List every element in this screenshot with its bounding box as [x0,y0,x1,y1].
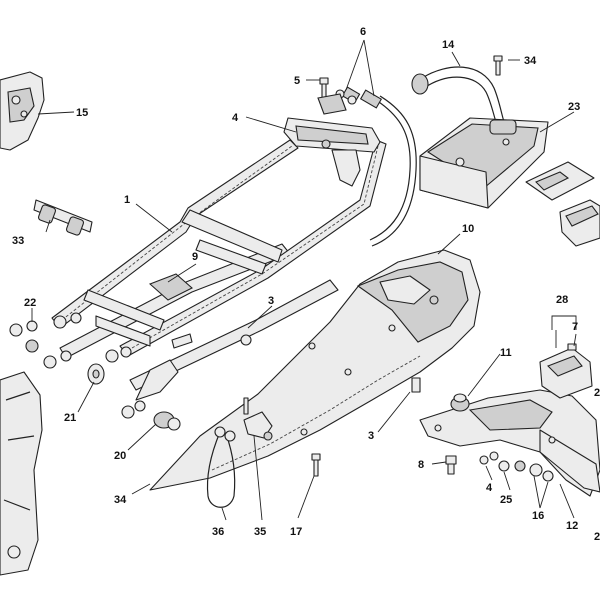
callout-10: 10 [462,223,474,235]
part-1-rear-subframe [43,117,387,419]
part-5-bolt [317,77,347,115]
callout-9: 9 [192,251,198,263]
part-11-nut [450,393,470,412]
callout-3-right: 3 [368,430,374,442]
callout-22: 22 [24,297,36,309]
part-15-bracket [0,71,45,151]
part-22-nut [25,320,39,353]
left-frame-partial [0,371,43,576]
part-23-accessory-pack [525,161,600,247]
part-17-bolt [311,453,321,477]
callout-8: 8 [418,459,424,471]
part-28-light-unit [539,343,593,399]
callout-11: 11 [500,347,512,359]
callout-34-bottom: 34 [114,494,127,506]
part-35-bracket [243,397,273,441]
callout-6: 6 [360,26,366,38]
callout-2-right: 2 [594,387,600,399]
part-34-screw-top [493,55,503,76]
callout-5: 5 [294,75,300,87]
callout-20: 20 [114,450,126,462]
callout-1: 1 [124,194,130,206]
part-23-battery-tray [419,117,549,209]
callout-4-top: 4 [232,112,239,124]
callout-35: 35 [254,526,266,538]
part-9-plate [148,273,193,301]
part-14-hose [411,66,507,129]
part-36-cable [206,426,236,508]
callout-34-top: 34 [524,55,537,67]
callout-25: 25 [500,494,512,506]
callout-15: 15 [76,107,88,119]
part-12-tail-bracket [419,389,600,497]
part-washer-left [9,323,23,337]
part-small-hardware-right [411,377,554,482]
callout-2-bottom: 2 [594,531,600,543]
part-20-grommet [153,411,181,431]
part-33-clip [33,199,93,236]
callout-33: 33 [12,235,24,247]
callout-3-center: 3 [268,295,274,307]
callout-17: 17 [290,526,302,538]
callout-12: 12 [566,520,578,532]
callout-23: 23 [568,101,580,113]
callout-28: 28 [556,294,568,306]
callout-7: 7 [572,321,578,333]
part-21-washer [87,363,105,385]
callout-21: 21 [64,412,76,424]
leader-lines [31,39,577,521]
part-10-undertray [149,249,481,491]
callout-36: 36 [212,526,224,538]
callout-14: 14 [442,39,455,51]
callout-4-right: 4 [486,482,493,494]
callout-16: 16 [532,510,544,522]
